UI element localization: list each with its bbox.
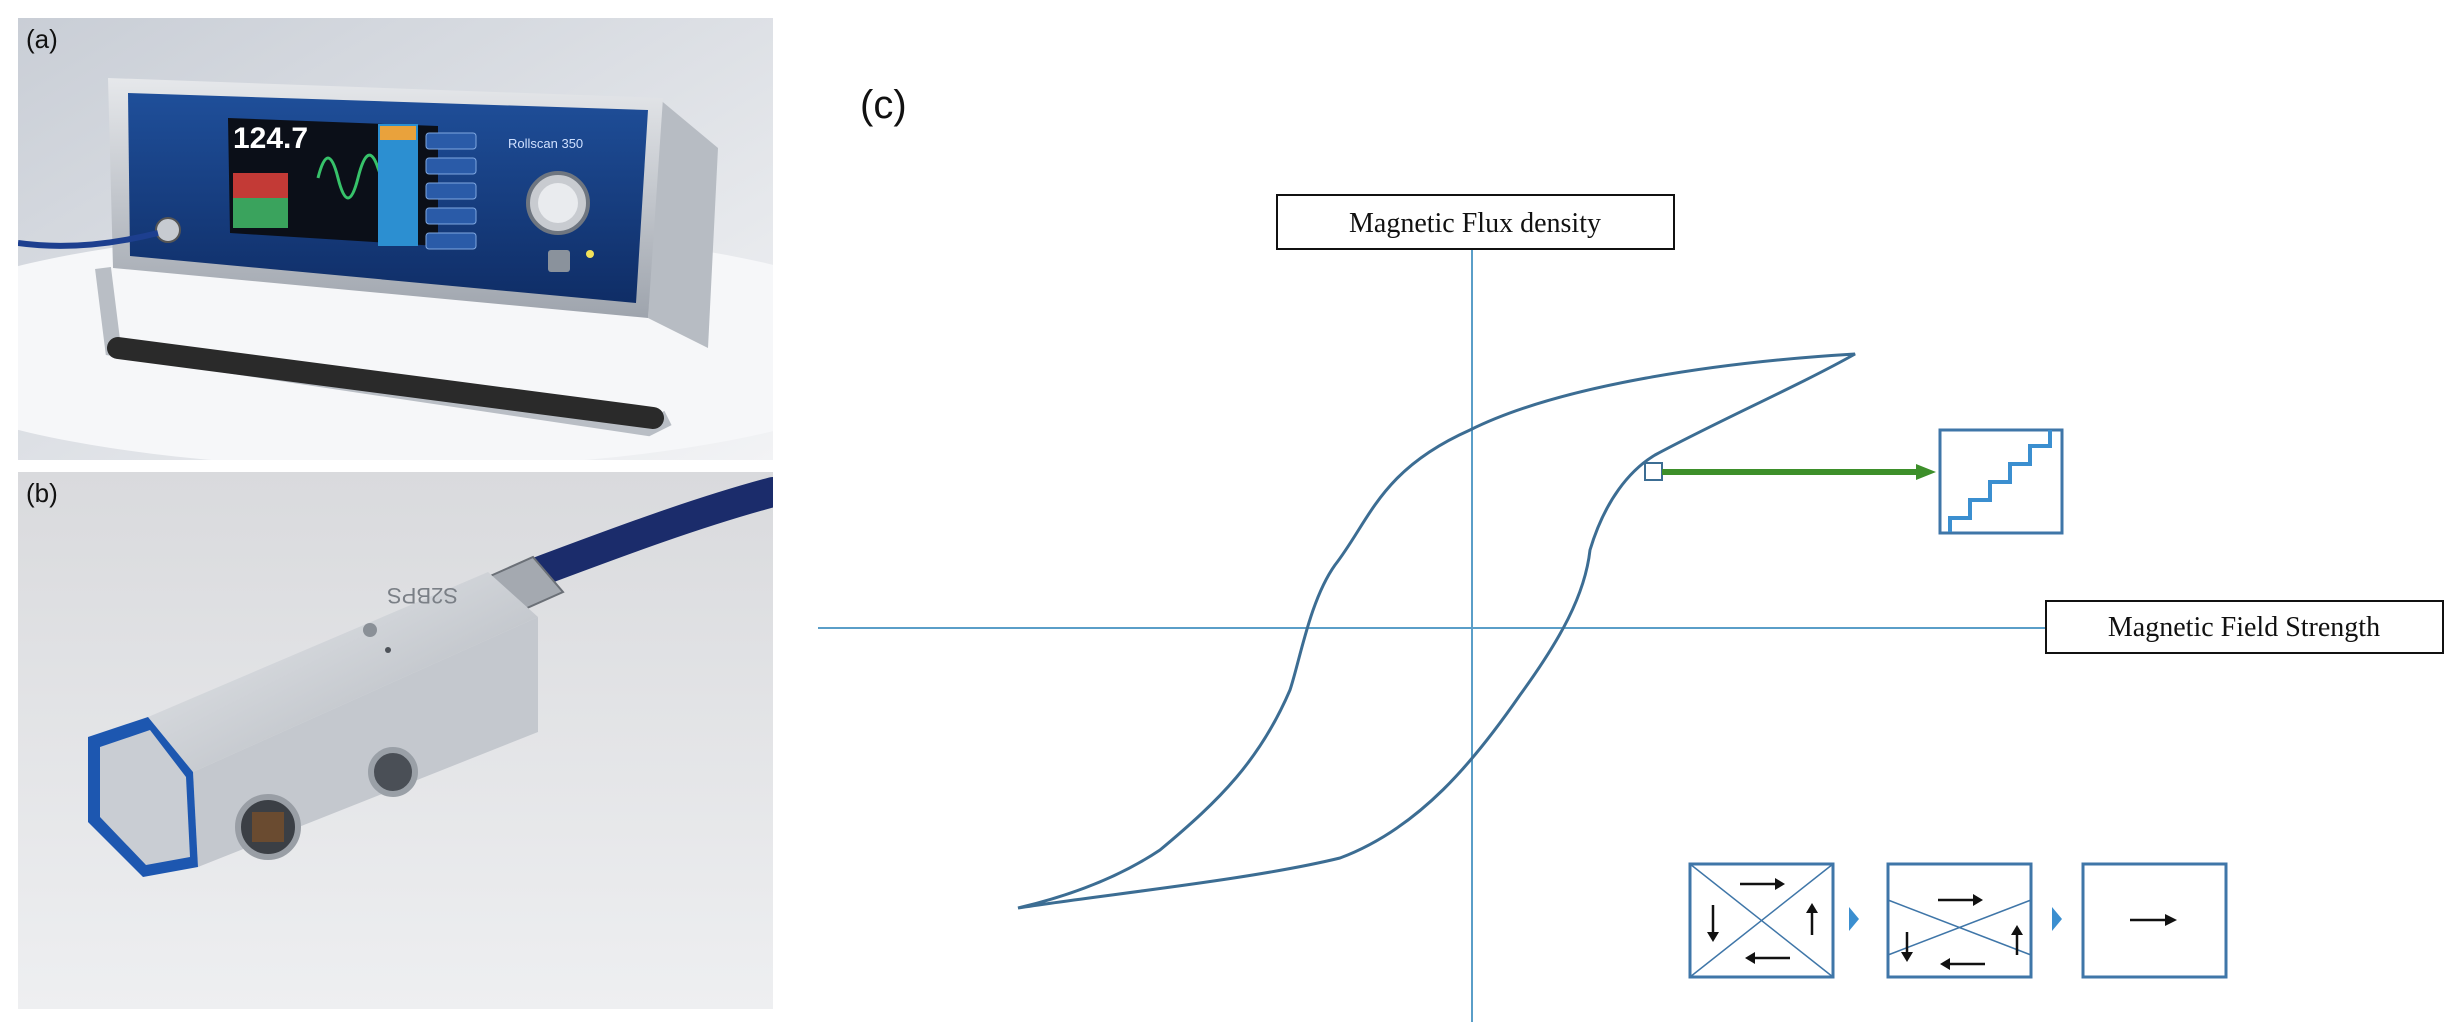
sensor-text: S2BPS: [387, 583, 458, 608]
rollscan-device-illustration: 124.7 Rollscan 350: [18, 18, 773, 460]
x-axis-label: Magnetic Field Strength: [2108, 612, 2380, 643]
device-brand: Rollscan 350: [508, 136, 583, 151]
panel-a-label: (a): [26, 24, 58, 54]
barkhausen-inset: [1938, 428, 2064, 535]
y-axis-label: Magnetic Flux density: [1349, 208, 1601, 239]
sequence-arrow-2: [2052, 907, 2062, 931]
panel-b-label: (b): [26, 478, 58, 508]
sequence-arrow-1: [1849, 907, 1859, 931]
sensor-probe-illustration: S2BPS: [18, 472, 773, 1009]
y-axis-label-box: Magnetic Flux density: [1276, 194, 1675, 250]
device-big-value: 124.7: [233, 122, 308, 155]
x-axis-label-box: Magnetic Field Strength: [2045, 600, 2444, 654]
panel-a-photo: 124.7 Rollscan 350 (a): [18, 18, 773, 460]
highlight-square: [1644, 462, 1663, 481]
panel-b-photo: S2BPS (b): [18, 472, 773, 1009]
domain-box-2: [1886, 862, 2033, 979]
domain-box-1: [1688, 862, 1835, 979]
hysteresis-loop: [1017, 352, 1856, 910]
panel-c-label: (c): [860, 83, 907, 127]
domain-box-3: [2081, 862, 2228, 979]
zoom-arrowhead: [1916, 464, 1936, 480]
